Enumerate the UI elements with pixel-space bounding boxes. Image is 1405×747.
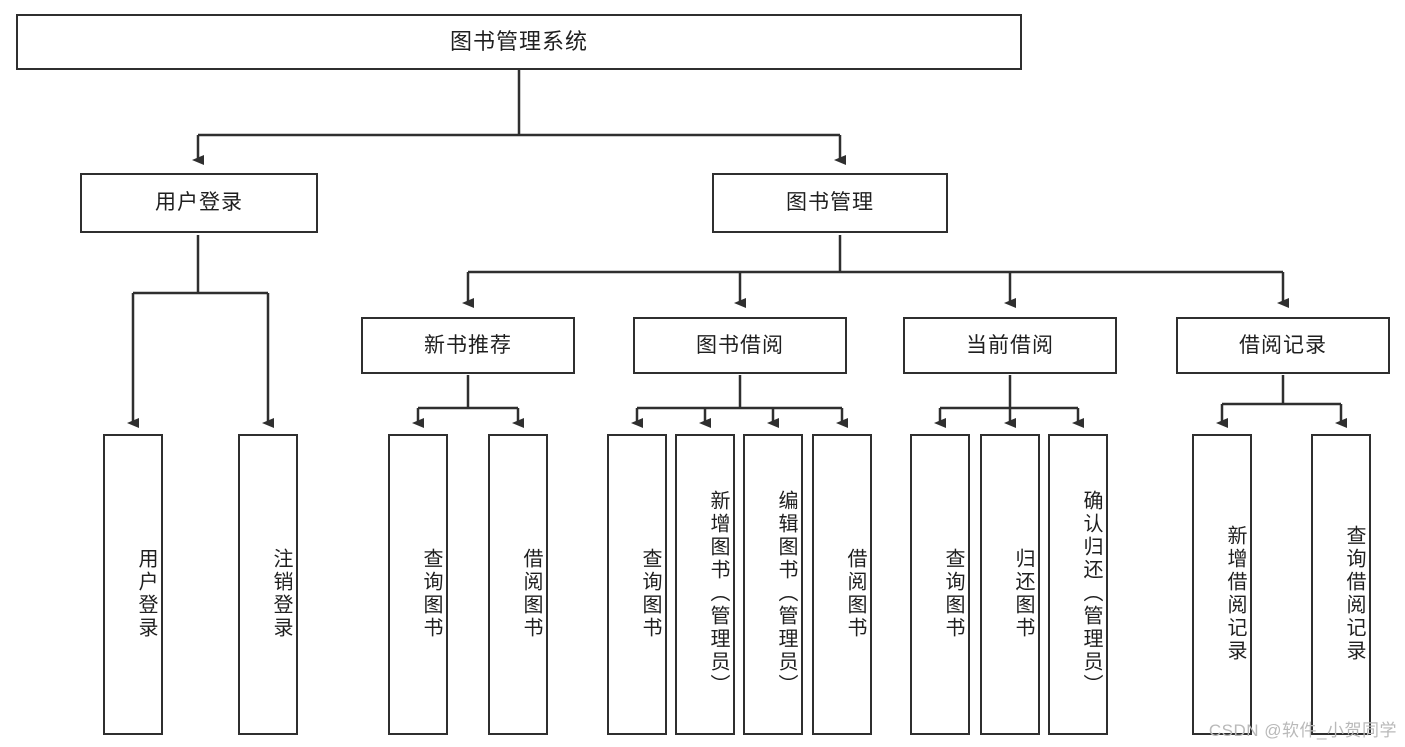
node-label: 借阅图书 — [520, 547, 542, 640]
leaf-current-query-book[interactable]: 查询图书 — [910, 434, 970, 735]
node-borrow-record[interactable]: 借阅记录 — [1176, 317, 1390, 374]
leaf-current-confirm-return-admin[interactable]: 确认归还（管理员） — [1048, 434, 1108, 735]
leaf-user-logout[interactable]: 注销登录 — [238, 434, 298, 735]
node-new-book-recommend[interactable]: 新书推荐 — [361, 317, 575, 374]
node-label: 图书管理系统 — [449, 28, 588, 54]
leaf-borrow-query-book[interactable]: 查询图书 — [607, 434, 667, 735]
node-label: 图书管理 — [786, 191, 874, 215]
node-book-borrow[interactable]: 图书借阅 — [633, 317, 847, 374]
node-label: 借阅图书 — [844, 547, 866, 640]
node-user-login[interactable]: 用户登录 — [80, 173, 318, 233]
node-label: 用户登录 — [135, 547, 157, 640]
leaf-current-return-book[interactable]: 归还图书 — [980, 434, 1040, 735]
node-current-borrow[interactable]: 当前借阅 — [903, 317, 1117, 374]
leaf-borrow-add-book-admin[interactable]: 新增图书（管理员） — [675, 434, 735, 735]
node-label: 查询图书 — [420, 547, 442, 640]
leaf-borrow-edit-book-admin[interactable]: 编辑图书（管理员） — [743, 434, 803, 735]
node-label: 借阅记录 — [1239, 333, 1327, 357]
node-label: 图书借阅 — [696, 333, 784, 357]
leaf-record-query-borrow-record[interactable]: 查询借阅记录 — [1311, 434, 1371, 735]
node-label: 新书推荐 — [424, 333, 512, 357]
node-label: 注销登录 — [270, 547, 292, 640]
node-label: 新增图书（管理员） — [707, 490, 729, 697]
node-label: 确认归还（管理员） — [1080, 490, 1102, 697]
node-label: 用户登录 — [155, 191, 243, 215]
node-label: 归还图书 — [1012, 547, 1034, 640]
node-label: 查询借阅记录 — [1343, 524, 1365, 663]
node-label: 当前借阅 — [966, 333, 1054, 357]
node-label: 新增借阅记录 — [1224, 524, 1246, 663]
node-root[interactable]: 图书管理系统 — [16, 14, 1022, 70]
leaf-record-add-borrow-record[interactable]: 新增借阅记录 — [1192, 434, 1252, 735]
leaf-recommend-query-book[interactable]: 查询图书 — [388, 434, 448, 735]
csdn-watermark: CSDN @软件_小贺同学 — [1208, 721, 1397, 740]
leaf-user-login[interactable]: 用户登录 — [103, 434, 163, 735]
leaf-borrow-do-borrow-book[interactable]: 借阅图书 — [812, 434, 872, 735]
leaf-recommend-borrow-book[interactable]: 借阅图书 — [488, 434, 548, 735]
node-label: 查询图书 — [942, 547, 964, 640]
node-label: 编辑图书（管理员） — [775, 490, 797, 697]
node-label: 查询图书 — [639, 547, 661, 640]
node-book-management[interactable]: 图书管理 — [712, 173, 948, 233]
